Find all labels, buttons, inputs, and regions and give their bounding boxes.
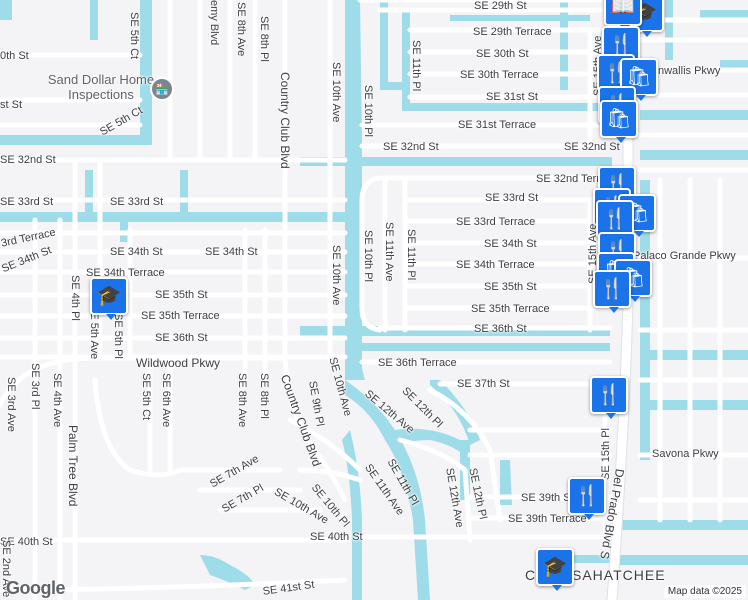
- label-se-29th-terrace: SE 29th Terrace: [473, 26, 552, 38]
- del-prado-road: [607, 0, 633, 600]
- label-se-8th-pl: SE 8th Pl: [258, 373, 270, 419]
- label-cornwallis-pkwy: nwallis Pkwy: [658, 65, 721, 77]
- label-se-5th-ct-top: SE 5th Ct: [128, 12, 140, 60]
- school-pin-left[interactable]: 🎓: [90, 277, 128, 320]
- label-se-34th-st-a: SE 34th St: [110, 246, 163, 258]
- label-se-3rd-pl: SE 3rd Pl: [29, 363, 41, 410]
- label-se-10th-ave-mid: SE 10th Ave: [330, 245, 342, 306]
- label-se-30th-terrace: SE 30th Terrace: [460, 69, 539, 81]
- label-se-35th-terrace-right: SE 35th Terrace: [471, 303, 550, 315]
- label-se-11th-pl-mid: SE 11th Pl: [405, 229, 417, 281]
- label-se-5th-ct-lower: SE 5th Ct: [140, 373, 152, 421]
- school-pin-top-2[interactable]: 📖: [604, 0, 642, 31]
- label-se-34th-st-b: SE 34th St: [205, 246, 258, 258]
- label-se-6th-ave: SE 6th Ave: [160, 373, 172, 428]
- label-se-31st-terrace: SE 31st Terrace: [458, 119, 537, 131]
- label-edge-st-st: st St: [0, 99, 23, 111]
- label-se-33rd-terrace-right: SE 33rd Terrace: [456, 216, 536, 228]
- label-se-34th-terrace-right: SE 34th Terrace: [456, 259, 535, 271]
- label-savona-pkwy: Savona Pkwy: [652, 448, 719, 460]
- label-se-8th-ave: SE 8th Ave: [236, 373, 248, 428]
- label-se-33rd-st-mid: SE 33rd St: [110, 196, 164, 208]
- label-se-11th-ave: SE 11th Ave: [383, 222, 395, 282]
- label-se-4th-ave: SE 4th Ave: [51, 373, 63, 428]
- label-se-32nd-st-mid: SE 32nd St: [383, 141, 439, 153]
- school-pin-bottom[interactable]: 🎓: [536, 548, 574, 591]
- label-edge-0th-st: 0th St: [0, 50, 29, 62]
- label-se-33rd-st-right: SE 33rd St: [485, 192, 539, 204]
- restaurant-pin-8[interactable]: 🍴: [593, 270, 631, 313]
- label-se-4th-pl: SE 4th Pl: [69, 275, 81, 321]
- label-se-15th-pl: SE 15th Pl: [600, 428, 612, 480]
- shopping-pin-1[interactable]: 🛍: [620, 58, 658, 101]
- label-se-31st-st: SE 31st St: [486, 91, 538, 103]
- store-icon[interactable]: 🏪: [150, 77, 174, 101]
- label-se-32nd-terrace: SE 32nd Terrace: [536, 173, 618, 185]
- label-se-32nd-st-right: SE 32nd St: [564, 141, 620, 153]
- label-se-10th-pl-top: SE 10th Pl: [362, 85, 374, 137]
- label-se-34th-terrace-left: SE 34th Terrace: [86, 267, 165, 279]
- label-palaco-grande-pkwy: Palaco Grande Pkwy: [633, 250, 736, 262]
- label-se-32nd-st-left: SE 32nd St: [0, 154, 56, 166]
- label-se-36th-st-right: SE 36th St: [474, 323, 527, 335]
- label-palm-tree-blvd: Palm Tree Blvd: [66, 425, 80, 507]
- google-logo: Google: [6, 578, 66, 598]
- label-se-29th-st: SE 29th St: [474, 0, 527, 12]
- label-se-35th-terrace-left: SE 35th Terrace: [141, 310, 220, 322]
- map-attribution: Map data ©2025: [663, 585, 746, 598]
- label-wildwood-pkwy: Wildwood Pkwy: [136, 356, 221, 370]
- label-se-33rd-st-left: SE 33rd St: [0, 196, 54, 208]
- label-se-35th-st-right: SE 35th St: [484, 281, 537, 293]
- label-se-39th-st: SE 39th St: [521, 492, 574, 504]
- label-se-35th-st-left: SE 35th St: [155, 289, 208, 301]
- label-se-37th-st: SE 37th St: [457, 378, 510, 390]
- label-se-36th-terrace: SE 36th Terrace: [378, 357, 457, 369]
- label-se-8th-pl-top: SE 8th Pl: [258, 16, 270, 62]
- label-demy-blvd: emy Blvd: [208, 0, 220, 46]
- label-se-34th-st-right: SE 34th St: [484, 238, 537, 250]
- place-caloosahatchee-partial: SAHATCHEE: [572, 567, 666, 583]
- restaurant-pin-9[interactable]: 🍴: [590, 376, 628, 419]
- label-se-40th-st-left: SE 40th St: [0, 536, 53, 548]
- label-se-3rd-ave: SE 3rd Ave: [5, 377, 17, 432]
- label-se-10th-ave-top: SE 10th Ave: [330, 62, 342, 123]
- shopping-pin-2[interactable]: 🛍: [600, 100, 638, 143]
- label-se-40th-st-right: SE 40th St: [310, 531, 363, 543]
- label-se-11th-pl-top: SE 11th Pl: [410, 40, 422, 92]
- label-se-10th-pl-mid: SE 10th Pl: [362, 230, 374, 282]
- label-se-30th-st: SE 30th St: [476, 48, 529, 60]
- place-sand-dollar-home-inspections[interactable]: Sand Dollar Home Inspections: [47, 72, 155, 102]
- label-country-club-blvd-top: Country Club Blvd: [278, 72, 292, 169]
- restaurant-pin-10[interactable]: 🍴: [568, 477, 606, 520]
- label-se-8th-ave-top: SE 8th Ave: [235, 2, 247, 57]
- label-se-36th-st-left: SE 36th St: [155, 332, 208, 344]
- label-se-39th-terrace: SE 39th Terrace: [508, 513, 587, 525]
